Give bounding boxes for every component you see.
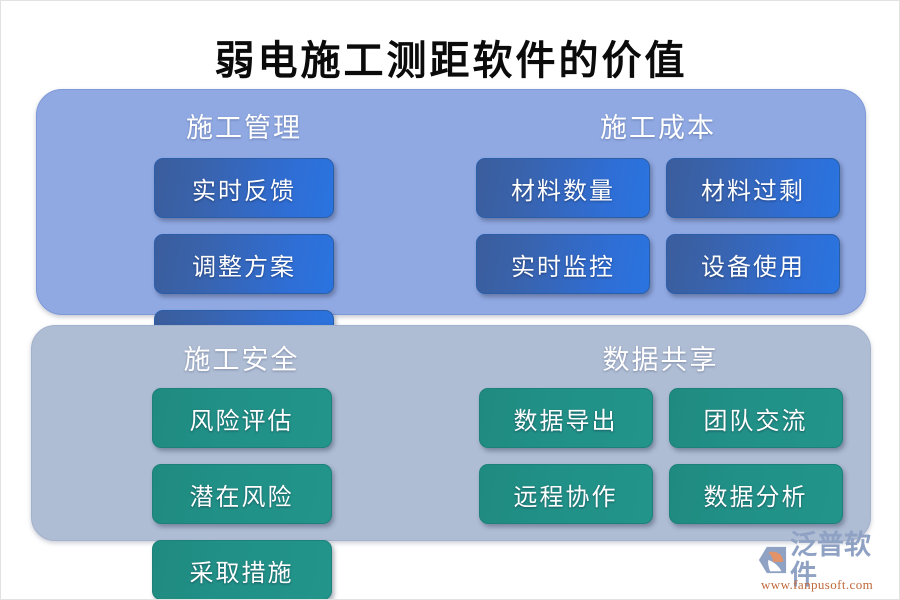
panel-grey: 施工安全 风险评估 潜在风险 采取措施 人为操作 数据共享 数据导出 团队交流 … [31,325,871,599]
chip-item[interactable]: 材料过剩 [666,158,840,218]
chip-item[interactable]: 实时监控 [476,234,650,294]
logo-wordmark: 泛普软件 [790,530,871,590]
group-construction-safety: 施工安全 风险评估 潜在风险 采取措施 人为操作 [32,326,451,599]
chip-item[interactable]: 材料数量 [476,158,650,218]
group-title: 数据共享 [602,345,719,375]
chip-grid: 数据导出 团队交流 远程协作 数据分析 [451,388,870,524]
chip-item[interactable]: 设备使用 [666,234,840,294]
chip-grid: 风险评估 潜在风险 采取措施 人为操作 [32,388,451,599]
chip-item[interactable]: 远程协作 [478,464,653,524]
group-construction-cost: 施工成本 材料数量 材料过剩 实时监控 设备使用 [451,90,865,314]
panel-blue: 施工管理 实时反馈 调整方案 测量误差 系统集成 施工成本 材料数量 材料过剩 … [36,89,866,446]
chip-item[interactable]: 潜在风险 [151,464,332,524]
chip-item[interactable]: 数据分析 [668,464,843,524]
chip-grid: 材料数量 材料过剩 实时监控 设备使用 [451,158,865,294]
chip-item[interactable]: 采取措施 [151,540,332,599]
fanpu-hexagon-swoosh-icon [757,545,787,575]
group-title: 施工管理 [186,113,302,143]
page-title: 弱电施工测距软件的价值 [214,38,688,83]
logo-url: www.fanpusoft.com [761,577,874,592]
chip-item[interactable]: 风险评估 [151,388,332,448]
group-title: 施工成本 [600,113,716,143]
chip-item[interactable]: 团队交流 [668,388,843,448]
brand-logo[interactable]: 泛普软件 www.fanpusoft.com [757,530,897,594]
chip-item[interactable]: 数据导出 [478,388,653,448]
chip-item[interactable]: 调整方案 [154,234,334,294]
chip-item[interactable]: 实时反馈 [154,158,334,218]
group-data-sharing: 数据共享 数据导出 团队交流 远程协作 数据分析 [451,326,870,540]
group-title: 施工安全 [183,345,300,375]
group-construction-management: 施工管理 实时反馈 调整方案 测量误差 系统集成 [37,90,451,446]
